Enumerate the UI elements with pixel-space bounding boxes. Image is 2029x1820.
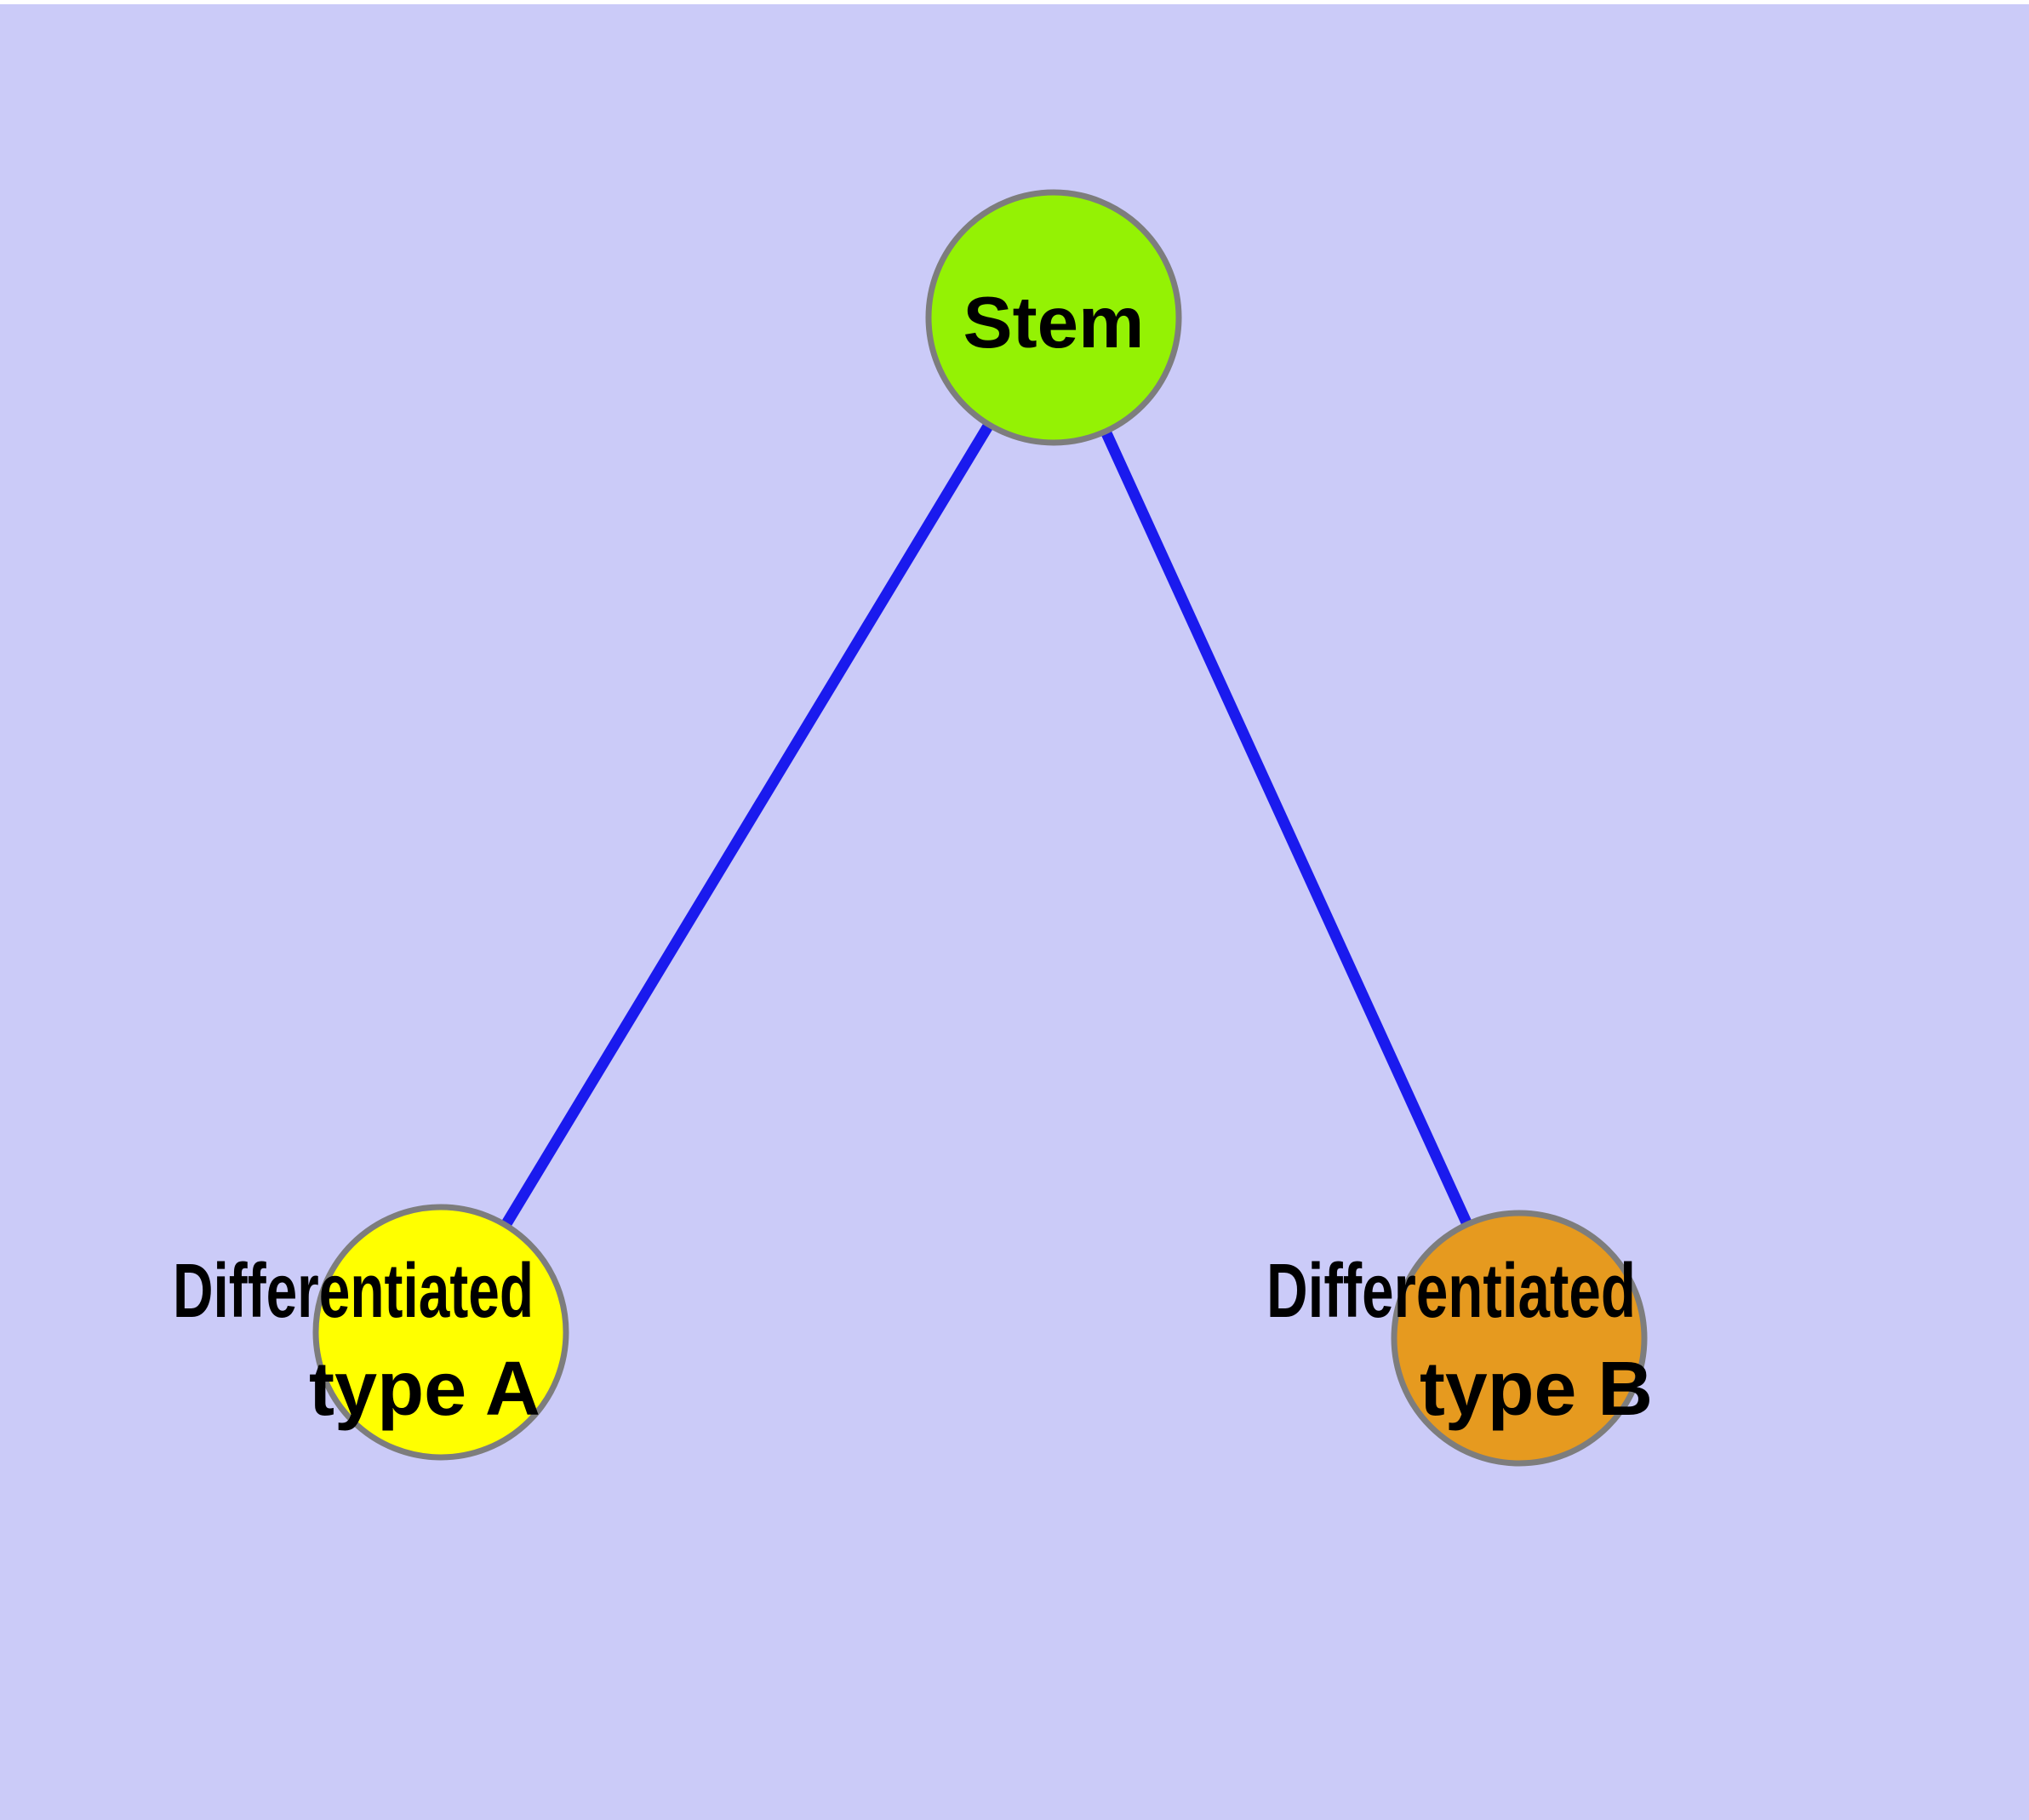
node-type-a-label-line2: type A [309, 1347, 540, 1432]
node-stem-label: Stem [963, 283, 1145, 363]
node-type-b-label-line1: Differentiated [1266, 1249, 1636, 1334]
node-type-b-label-line2: type B [1420, 1347, 1653, 1432]
edge-stem-to-type-a [436, 314, 1059, 1336]
node-type-a-circle [312, 1204, 569, 1461]
top-margin-strip [0, 0, 2029, 4]
node-stem-circle [925, 189, 1182, 446]
edge-stem-to-type-b [1049, 315, 1524, 1341]
node-type-a-label-line1: Differentiated [173, 1249, 534, 1334]
node-type-b-circle [1391, 1210, 1648, 1467]
